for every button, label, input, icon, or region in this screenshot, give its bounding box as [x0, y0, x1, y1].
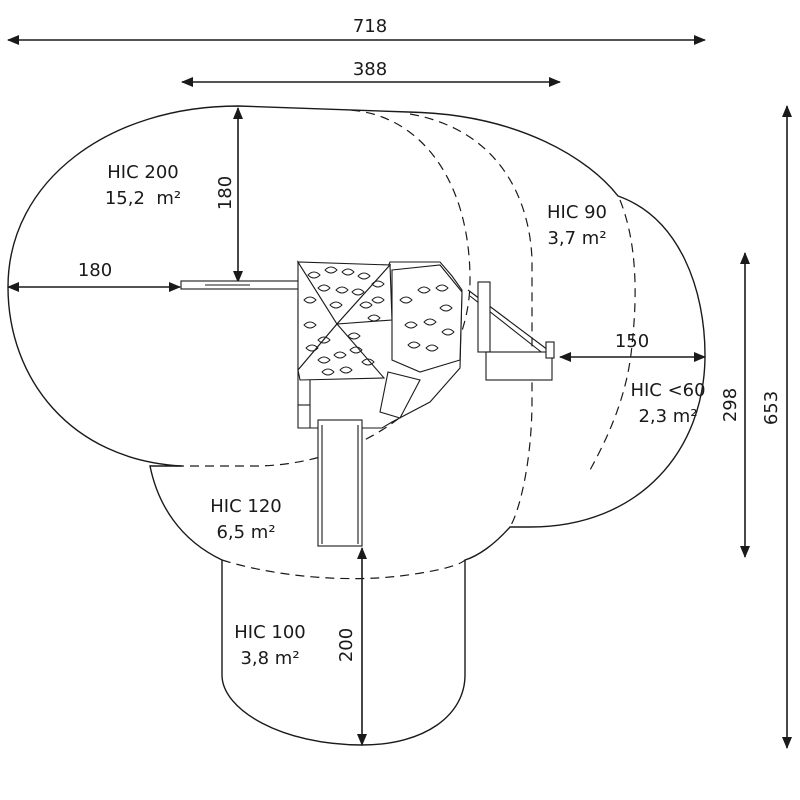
dimension-653: 653 — [761, 105, 792, 749]
rope-anchor — [545, 341, 555, 359]
roof-panel-right — [335, 263, 393, 325]
zone-hic100-label: HIC 100 — [234, 622, 306, 643]
zone-hic60-area: 2,3 m² — [638, 406, 697, 427]
dimension-180-vertical: 180 — [215, 107, 243, 283]
zone-hic200-label: HIC 200 — [107, 162, 179, 183]
dimension-388-label: 388 — [353, 59, 387, 80]
dimension-180-vertical-label: 180 — [215, 176, 236, 210]
dimension-653-label: 653 — [761, 391, 782, 425]
zone-hic120-area: 6,5 m² — [216, 522, 275, 543]
dimension-298: 298 — [720, 252, 750, 558]
dimension-180-horizontal-label: 180 — [78, 260, 112, 281]
dimension-150: 150 — [559, 331, 706, 362]
ramp-panel — [379, 371, 421, 419]
net-post — [477, 281, 491, 353]
zone-hic60: HIC <60 2,3 m² — [630, 380, 705, 427]
zone-hic100-area: 3,8 m² — [240, 648, 299, 669]
zone-hic90-label: HIC 90 — [547, 202, 607, 223]
dimension-200-label: 200 — [336, 628, 357, 662]
canopy-leaf-pattern — [399, 284, 455, 352]
zone-hic200: HIC 200 15,2 m² — [105, 162, 181, 209]
dimension-718: 718 — [7, 16, 706, 45]
dimension-718-label: 718 — [353, 16, 387, 37]
dimension-180-horizontal: 180 — [7, 260, 181, 292]
zone-hic200-area: 15,2 m² — [105, 188, 181, 209]
roof-leaf-pattern — [303, 266, 385, 376]
zone-hic120: HIC 120 6,5 m² — [210, 496, 282, 543]
roof-panel-canopy — [391, 264, 463, 373]
slide — [317, 419, 363, 547]
zone-hic90: HIC 90 3,7 m² — [547, 202, 607, 249]
dimension-388: 388 — [181, 59, 561, 87]
hic90-boundary — [409, 113, 533, 528]
lower-panel — [485, 351, 553, 381]
zone-hic90-area: 3,7 m² — [547, 228, 606, 249]
dimension-298-label: 298 — [720, 388, 741, 422]
hic120-boundary — [221, 559, 466, 580]
zone-hic60-label: HIC <60 — [630, 380, 705, 401]
dimension-150-label: 150 — [615, 331, 649, 352]
zone-hic100: HIC 100 3,8 m² — [234, 622, 306, 669]
dimension-200: 200 — [336, 547, 367, 746]
play-equipment-drawing — [180, 260, 555, 547]
zone-hic120-label: HIC 120 — [210, 496, 282, 517]
